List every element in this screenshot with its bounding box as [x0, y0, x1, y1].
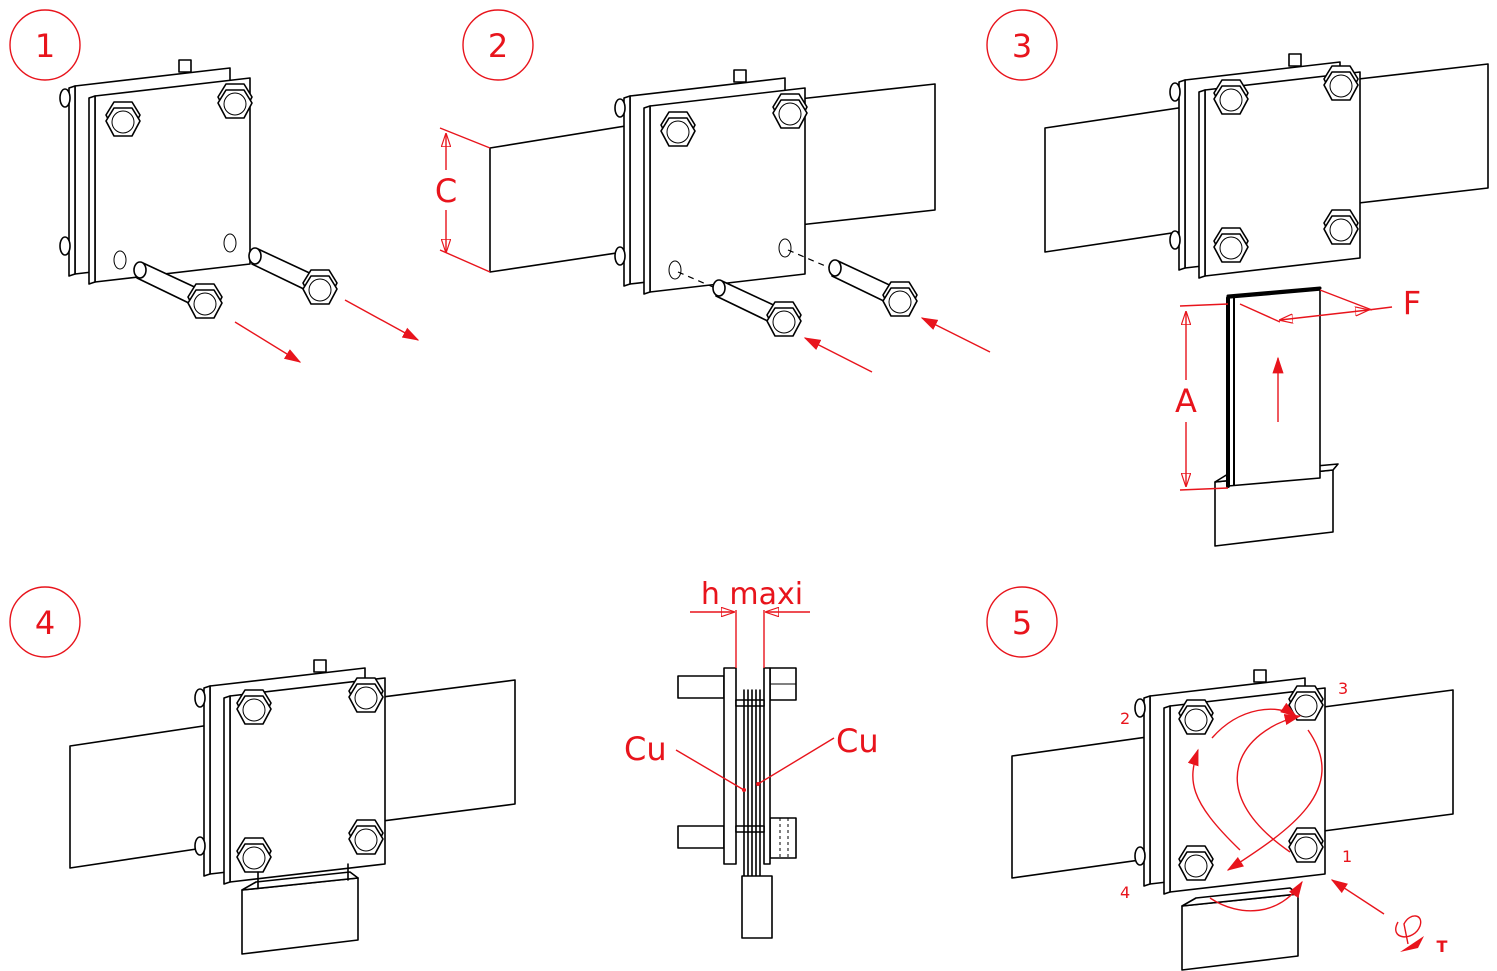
step-2-label: 2: [462, 9, 534, 81]
svg-text:h maxi: h maxi: [701, 577, 803, 612]
step-2-insert-arrow-right: [920, 317, 991, 353]
dimension-h-maxi: h maxi: [690, 577, 810, 668]
svg-text:1: 1: [1342, 847, 1352, 866]
step-5-base-block: [1181, 887, 1299, 971]
step-1-clamp: [59, 59, 253, 285]
step-5-clamp: [1134, 669, 1326, 895]
step-2-insert-bolt-right: [829, 260, 917, 316]
step-5-bar-right: [1315, 689, 1454, 833]
svg-text:5: 5: [1012, 604, 1032, 642]
step-3-laminate-stack: [1214, 286, 1339, 547]
step-1-remove-arrow-left: [234, 321, 302, 363]
svg-text:3: 3: [1012, 27, 1032, 65]
step-4-label: 4: [9, 586, 81, 658]
step-3-clamp: [1169, 53, 1361, 279]
svg-text:C: C: [435, 172, 457, 210]
step-3-label: 3: [986, 9, 1058, 81]
step-2-insert-arrow-left: [803, 337, 873, 373]
svg-text:2: 2: [1120, 709, 1130, 728]
torque-indicator: T: [1330, 879, 1448, 956]
step-4-base-block: [241, 863, 359, 955]
svg-text:2: 2: [488, 27, 508, 65]
step-2-clamp: [614, 69, 808, 295]
side-view: [677, 667, 797, 939]
svg-text:1: 1: [35, 27, 55, 65]
svg-text:Cu: Cu: [624, 730, 667, 768]
dimension-f: F: [1239, 284, 1421, 322]
svg-text:3: 3: [1338, 679, 1348, 698]
step-1-label: 1: [9, 9, 81, 81]
dimension-c: C: [435, 127, 491, 273]
tightening-sequence: [1187, 702, 1323, 912]
step-2-bar-right: [789, 83, 936, 227]
cu-label-right: Cu: [756, 722, 879, 786]
dimension-a: A: [1175, 303, 1229, 491]
step-5-label: 5: [986, 586, 1058, 658]
svg-text:4: 4: [1120, 883, 1130, 902]
svg-text:4: 4: [35, 604, 55, 642]
step-1-loose-bolt-right: [249, 248, 337, 304]
svg-text:F: F: [1403, 284, 1421, 322]
step-3-bar-right: [1349, 63, 1489, 205]
step-2-insert-bolt-left: [713, 280, 801, 336]
cu-label-left: Cu: [624, 730, 746, 792]
svg-text:A: A: [1175, 382, 1197, 420]
torque-order-labels: 1 2 3 4: [1120, 679, 1352, 902]
svg-text:T: T: [1437, 937, 1448, 956]
svg-text:Cu: Cu: [836, 722, 879, 760]
step-1-remove-arrow-right: [344, 299, 420, 341]
step-4-clamp: [194, 659, 386, 885]
step-4-bar-right: [374, 679, 516, 823]
